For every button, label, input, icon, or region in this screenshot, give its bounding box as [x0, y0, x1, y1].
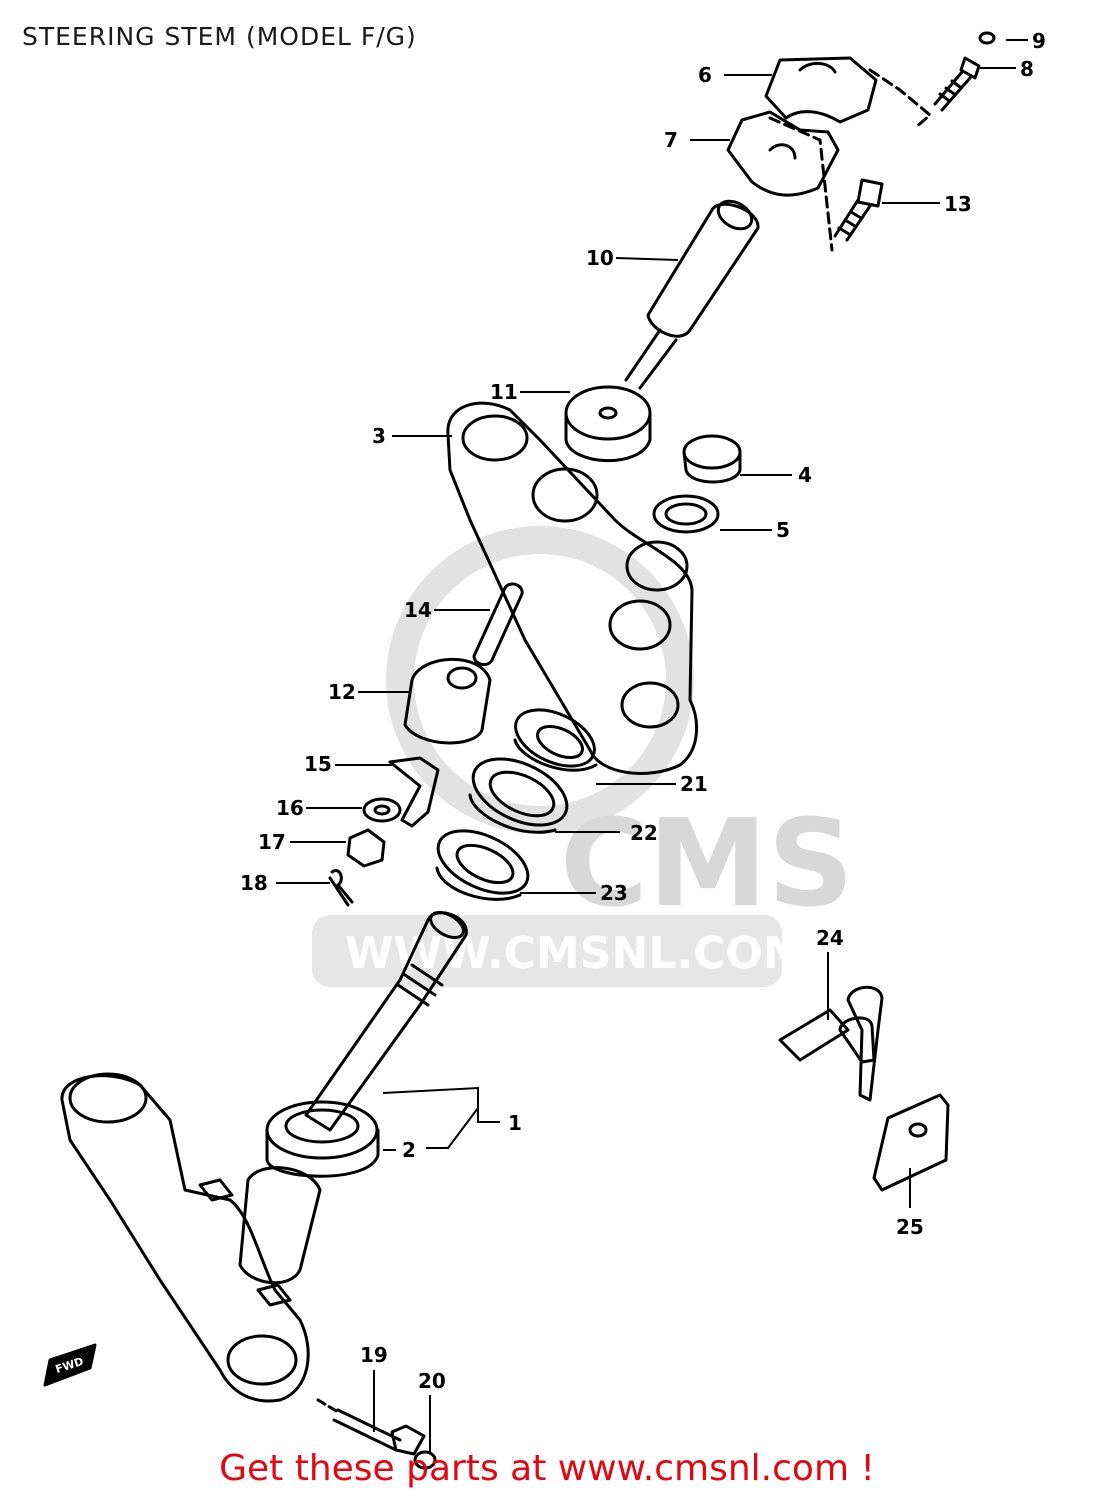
callout-14: 14 — [404, 598, 432, 622]
callout-3: 3 — [372, 424, 386, 448]
part-1-steering-stem — [304, 911, 468, 1132]
part-24-lock-keys — [778, 985, 884, 1102]
part-14-pin — [472, 582, 524, 667]
part-25-key-tag — [872, 1093, 950, 1192]
callout-17: 17 — [258, 830, 286, 854]
watermark: CMS WWW.CMSNL.COM — [312, 526, 854, 987]
part-13-bolt — [833, 178, 884, 242]
part-15-lock-plate — [388, 756, 440, 828]
callout-7: 7 — [664, 128, 678, 152]
part-7-lower-clamp — [726, 110, 840, 197]
callout-2: 2 — [402, 1138, 416, 1162]
callout-13: 13 — [944, 192, 972, 216]
callout-23: 23 — [600, 881, 628, 905]
part-9-clip — [978, 31, 996, 45]
part-8-bolt — [933, 56, 981, 112]
callout-10: 10 — [586, 246, 614, 270]
callouts: 9 8 6 7 13 10 11 3 4 5 14 12 15 16 17 18… — [240, 29, 1046, 1393]
callout-25: 25 — [896, 1215, 924, 1239]
part-2-bearing — [265, 1100, 380, 1178]
part-20-washer — [413, 1450, 437, 1470]
callout-4: 4 — [798, 463, 812, 487]
part-23-bearing — [435, 829, 530, 901]
callout-1: 1 — [508, 1111, 522, 1135]
callout-18: 18 — [240, 871, 268, 895]
part-3-upper-bracket — [446, 401, 699, 775]
part-16-washer — [362, 797, 402, 823]
watermark-logo-text: CMS — [560, 795, 854, 934]
callout-9: 9 — [1032, 29, 1046, 53]
callout-21: 21 — [680, 772, 708, 796]
part-18-cotter-pin — [328, 869, 354, 907]
page-title: STEERING STEM (MODEL F/G) — [22, 22, 417, 51]
callout-11: 11 — [490, 380, 518, 404]
promo-link[interactable]: Get these parts at www.cmsnl.com ! — [219, 1448, 875, 1489]
callout-20: 20 — [418, 1369, 446, 1393]
part-4-plug — [682, 434, 742, 484]
part-6-upper-clamp — [764, 56, 878, 124]
callout-12: 12 — [328, 680, 356, 704]
part-5-washer — [652, 494, 720, 534]
callout-19: 19 — [360, 1343, 388, 1367]
callout-16: 16 — [276, 796, 304, 820]
part-21-seal — [513, 708, 598, 772]
watermark-url-text: WWW.CMSNL.COM — [345, 928, 807, 979]
direction-badge — [43, 1343, 97, 1387]
part-19-bolt — [332, 1408, 426, 1456]
part-22-race — [468, 757, 569, 834]
callout-22: 22 — [630, 821, 658, 845]
part-10-handlebar-tube — [624, 199, 760, 390]
callout-8: 8 — [1020, 57, 1034, 81]
lower-bracket — [60, 1072, 322, 1403]
callout-15: 15 — [304, 752, 332, 776]
callout-6: 6 — [698, 63, 712, 87]
callout-24: 24 — [816, 926, 844, 950]
part-11-cap — [564, 385, 652, 463]
part-12-cap-nut — [403, 657, 492, 745]
part-17-nut — [346, 828, 386, 868]
callout-5: 5 — [776, 518, 790, 542]
